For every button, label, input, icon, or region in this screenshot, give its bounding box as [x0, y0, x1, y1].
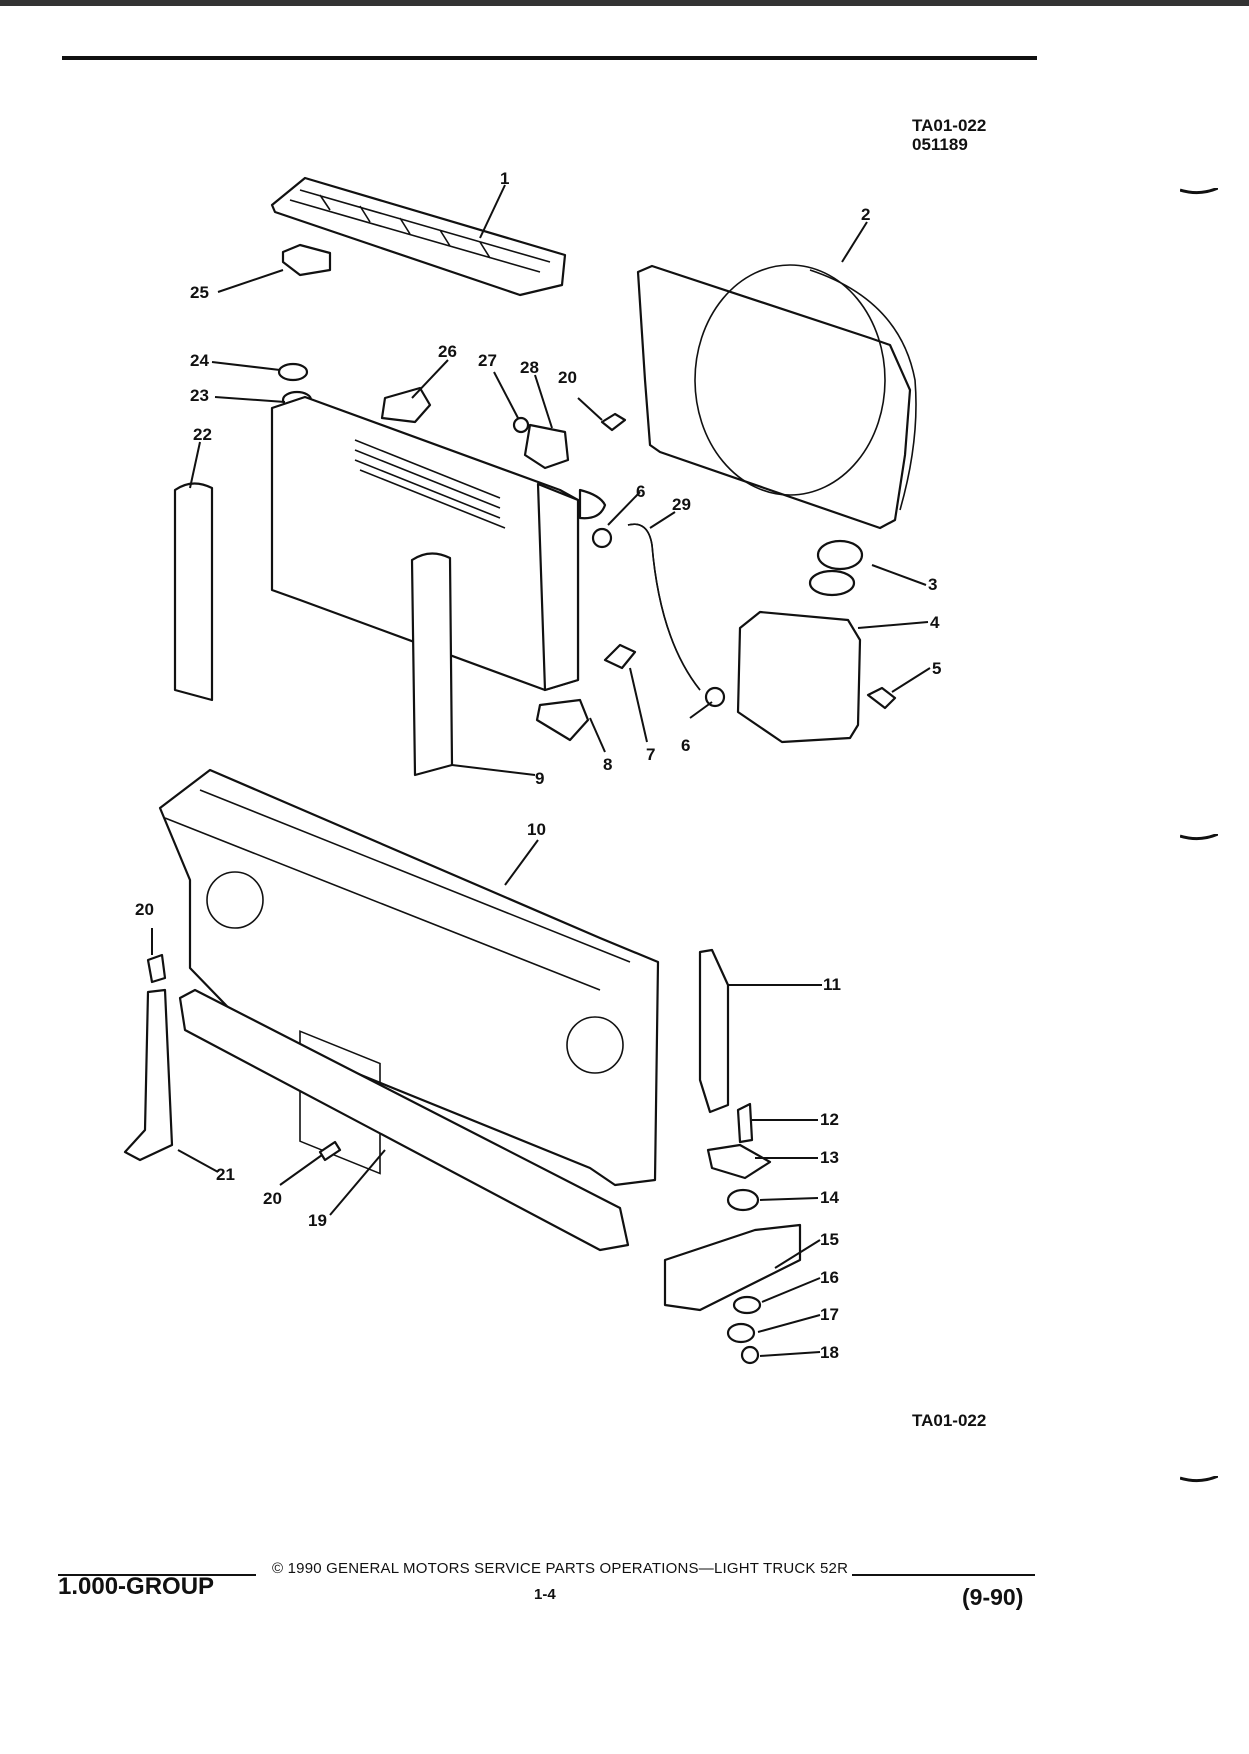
- header-rule: [62, 56, 1037, 60]
- callout-9: 9: [535, 769, 544, 788]
- part-17-insulator: [726, 1322, 756, 1344]
- part-15-frame-bracket: [663, 1223, 802, 1312]
- part-22-seal: [173, 482, 214, 702]
- scan-top-edge: [0, 0, 1249, 6]
- margin-punch-mark: [1180, 188, 1218, 195]
- leader-lines: [151, 184, 931, 1357]
- callout-17: 17: [820, 1305, 839, 1324]
- callout-27: 27: [478, 351, 497, 370]
- callout-26: 26: [438, 342, 457, 361]
- callout-10: 10: [527, 820, 546, 839]
- callout-24: 24: [190, 351, 209, 370]
- part-24-cap: [277, 362, 309, 382]
- part-2-fan-shroud: [636, 264, 917, 530]
- callout-18: 18: [820, 1343, 839, 1362]
- part-7-fitting: [603, 643, 637, 670]
- footer-rule-left: [58, 1574, 256, 1576]
- callout-labels: 1 2 3 4 5 6 6 7 8 9 10 11 12 13 14 15 16…: [135, 169, 941, 1362]
- footer-copyright: © 1990 GENERAL MOTORS SERVICE PARTS OPER…: [272, 1560, 849, 1577]
- part-25-clip: [281, 243, 332, 277]
- callout-23: 23: [190, 386, 209, 405]
- part-26-bracket: [380, 386, 432, 424]
- callout-19: 19: [308, 1211, 327, 1230]
- callout-3: 3: [928, 575, 937, 594]
- part-4-recovery-tank: [736, 610, 862, 744]
- part-18-nut: [740, 1345, 760, 1365]
- part-20-bolt-left: [146, 953, 167, 984]
- margin-punch-mark: [1180, 834, 1218, 841]
- callout-12: 12: [820, 1110, 839, 1129]
- part-20-bolt-upper: [600, 412, 627, 432]
- part-6-clamp-upper: [591, 527, 613, 549]
- callout-28: 28: [520, 358, 539, 377]
- callout-20-left: 20: [135, 900, 154, 919]
- footer-date: (9-90): [962, 1584, 1024, 1610]
- part-9-seal: [410, 552, 454, 777]
- callout-13: 13: [820, 1148, 839, 1167]
- part-14-insulator: [726, 1188, 760, 1212]
- callout-8: 8: [603, 755, 612, 774]
- callout-16: 16: [820, 1268, 839, 1287]
- callout-6-upper: 6: [636, 482, 645, 501]
- margin-punch-mark: [1180, 1476, 1218, 1483]
- callout-11: 11: [823, 975, 841, 994]
- part-21-bracket: [123, 988, 174, 1162]
- part-19-tie-bar: [178, 988, 630, 1252]
- callout-7: 7: [646, 745, 655, 764]
- part-11-bracket: [698, 948, 730, 1114]
- callout-14: 14: [820, 1188, 839, 1207]
- part-5-clip: [866, 686, 897, 710]
- part-29-hose: [627, 523, 701, 691]
- callout-22: 22: [193, 425, 212, 444]
- footer-group: 1.000-GROUP: [58, 1573, 215, 1600]
- callout-29: 29: [672, 495, 691, 514]
- reference-block: TA01-022 051189: [912, 116, 986, 154]
- radiator-core: [270, 395, 607, 692]
- callout-25: 25: [190, 283, 209, 302]
- part-6-clamp-lower: [704, 686, 726, 708]
- figure-code: TA01-022: [912, 1411, 987, 1430]
- part-1-upper-baffle: [270, 176, 567, 297]
- footer-page-number: 1-4: [534, 1586, 556, 1603]
- footer-rule-right: [852, 1574, 1035, 1576]
- callout-20-upper: 20: [558, 368, 577, 387]
- part-3-cap: [816, 539, 864, 571]
- callout-4: 4: [930, 613, 940, 632]
- callout-2: 2: [861, 205, 870, 224]
- part-16-washer: [732, 1295, 762, 1315]
- part-20-bolt-lower: [318, 1140, 342, 1162]
- part-27-bolt: [512, 416, 530, 434]
- reference-code: TA01-022: [912, 116, 987, 135]
- part-8-clip: [535, 698, 590, 742]
- callout-20-lower: 20: [263, 1189, 282, 1208]
- part-12-bolt: [736, 1102, 754, 1144]
- part-3-ring: [808, 569, 856, 597]
- part-13-bracket: [706, 1143, 772, 1180]
- callout-1: 1: [500, 169, 509, 188]
- callout-6-lower: 6: [681, 736, 690, 755]
- callout-21: 21: [216, 1165, 235, 1184]
- callout-15: 15: [820, 1230, 839, 1249]
- reference-date: 051189: [912, 135, 968, 154]
- part-28-bracket: [523, 423, 570, 470]
- callout-5: 5: [932, 659, 941, 678]
